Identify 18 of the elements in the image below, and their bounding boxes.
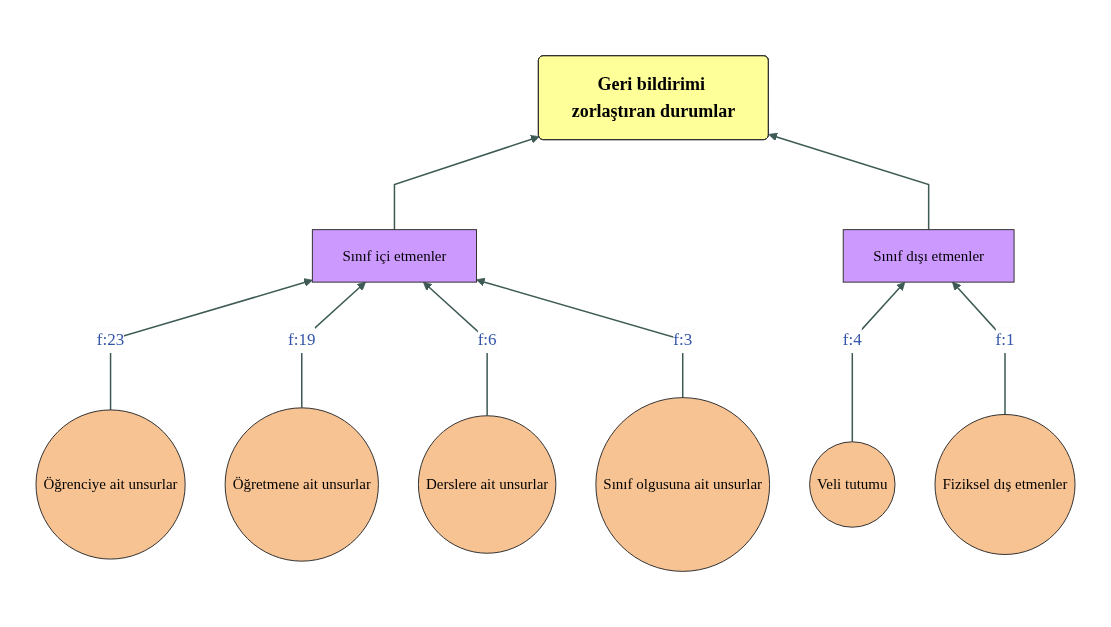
- arrow: [768, 132, 930, 231]
- edge-label: f:1: [995, 330, 1015, 350]
- node-circle: Fiziksel dış etmenler: [934, 414, 1076, 555]
- node-box: Sınıf dışı etmenler: [842, 229, 1015, 283]
- node-circle: Öğrenciye ait unsurlar: [35, 409, 186, 560]
- edge-label: f:3: [673, 330, 693, 350]
- node-box: Sınıf içi etmenler: [311, 229, 477, 283]
- arrow: [109, 278, 313, 411]
- edge-label: f:4: [842, 330, 862, 350]
- node-circle: Sınıf olgusuna ait unsurlar: [595, 397, 771, 572]
- edge-label: f:6: [477, 330, 497, 350]
- node-circle: Veli tutumu: [809, 441, 896, 528]
- arrow: [476, 277, 684, 399]
- edge-label: f:19: [288, 330, 316, 350]
- arrow: [393, 135, 540, 231]
- node-circle: Öğretmene ait unsurlar: [224, 407, 379, 562]
- node-circle: Derslere ait unsurlar: [417, 415, 557, 554]
- edge-label: f:23: [96, 330, 125, 350]
